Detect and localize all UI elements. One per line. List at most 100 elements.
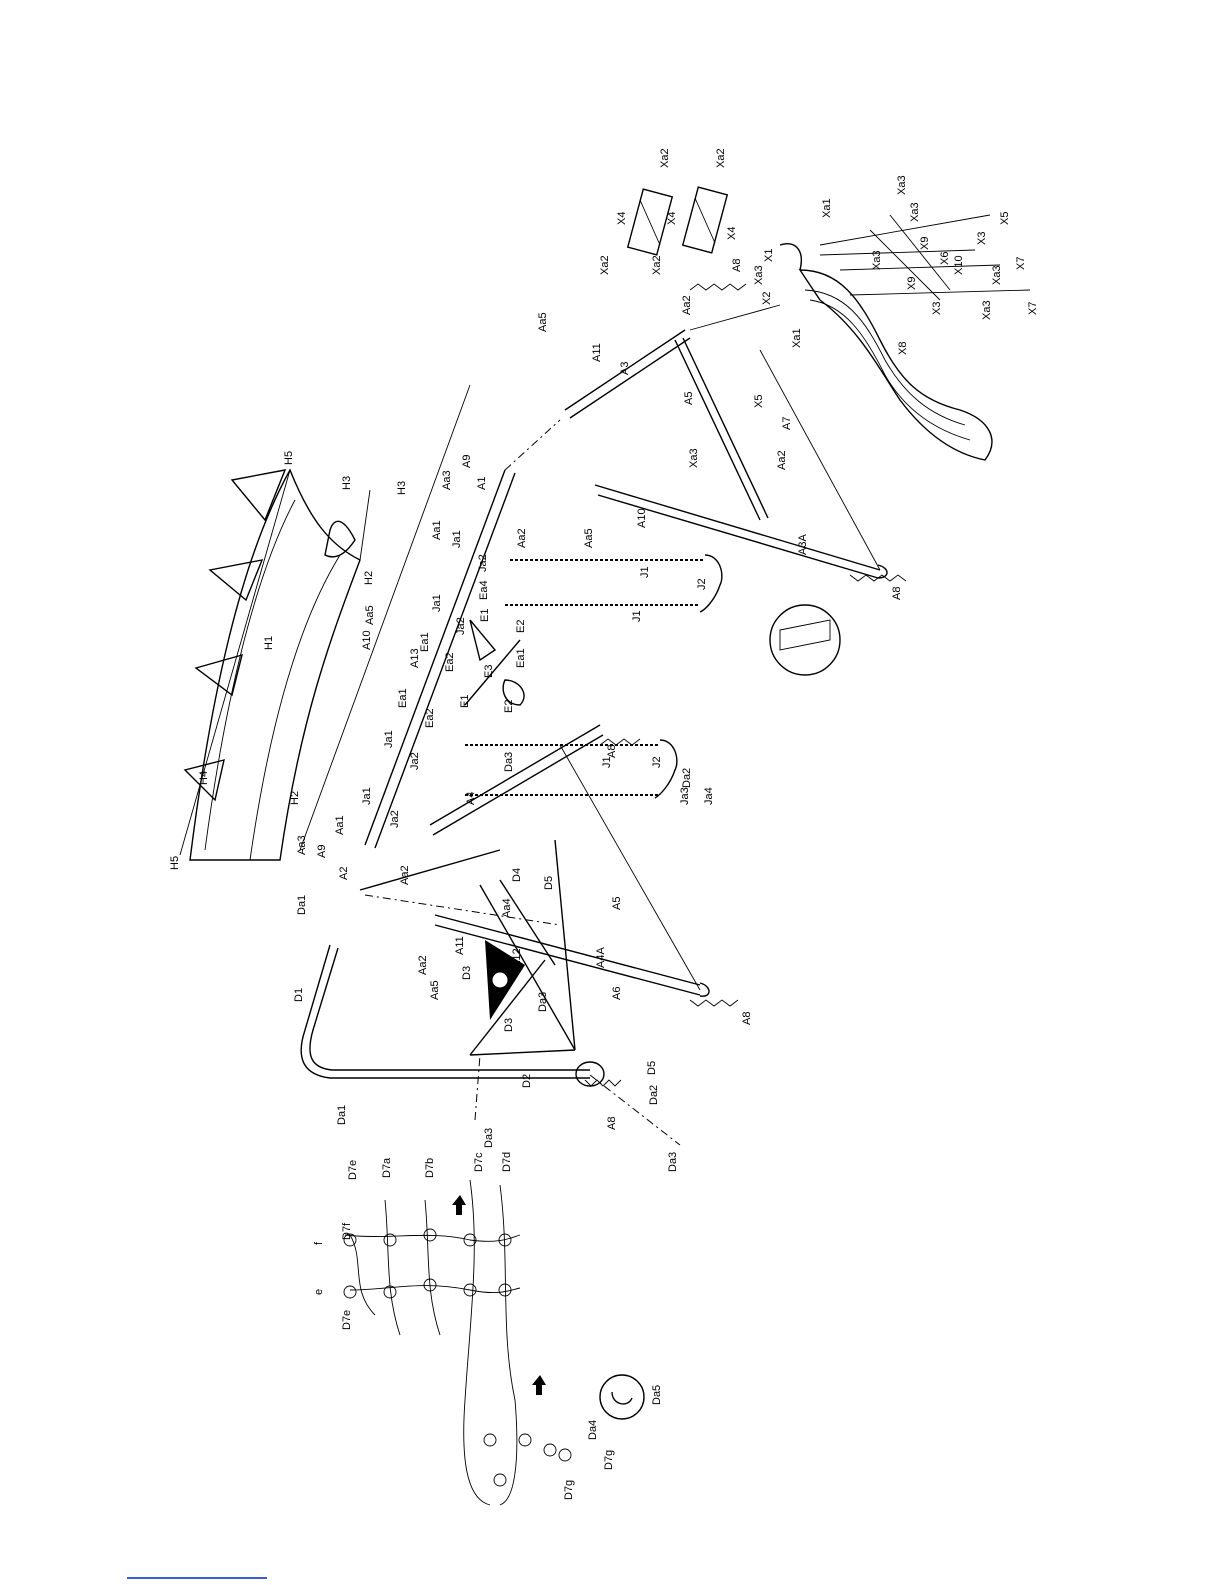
label-Ja1: Ja1 bbox=[451, 530, 463, 548]
detail-callout-circle bbox=[599, 604, 841, 1420]
slide-x8 bbox=[779, 243, 993, 461]
label-Ea1: Ea1 bbox=[397, 688, 409, 708]
label-Ea1: Ea1 bbox=[515, 648, 527, 668]
label-A11: A11 bbox=[591, 343, 603, 362]
label-Da2: Da2 bbox=[681, 768, 693, 788]
label-Ea1: Ea1 bbox=[419, 632, 431, 652]
label-D7g: D7g bbox=[563, 1480, 575, 1500]
label-Aa3: Aa3 bbox=[296, 835, 308, 855]
label-Aa4: Aa4 bbox=[501, 898, 513, 918]
label-Aa1: Aa1 bbox=[334, 815, 346, 835]
label-X4: X4 bbox=[666, 212, 678, 225]
frame-leg-a4a bbox=[434, 914, 710, 997]
label-D5: D5 bbox=[646, 1061, 658, 1075]
label-Xa2: Xa2 bbox=[651, 255, 663, 275]
label-A13: A13 bbox=[409, 648, 421, 668]
label-Da1: Da1 bbox=[336, 1105, 348, 1125]
label-Aa1: Aa1 bbox=[431, 520, 443, 540]
label-A3: A3 bbox=[619, 362, 631, 375]
label-Da4: Da4 bbox=[587, 1420, 599, 1440]
label-Xa1: Xa1 bbox=[821, 198, 833, 218]
label-X6: X6 bbox=[939, 252, 951, 265]
label-Aa5: Aa5 bbox=[537, 312, 549, 332]
label-E2: E2 bbox=[515, 620, 527, 633]
label-A7: A7 bbox=[781, 417, 793, 430]
label-X5: X5 bbox=[999, 212, 1011, 225]
slide-rails-x3-x9 bbox=[819, 214, 1031, 301]
label-H3: H3 bbox=[341, 476, 353, 490]
label-Da3: Da3 bbox=[667, 1152, 679, 1172]
frame-leg-a3 bbox=[564, 329, 691, 419]
label-A9: A9 bbox=[461, 455, 473, 468]
label-e: e bbox=[313, 1289, 325, 1295]
label-A10: A10 bbox=[361, 630, 373, 650]
label-H2: H2 bbox=[363, 571, 375, 585]
label-Aa3: Aa3 bbox=[441, 470, 453, 490]
label-Aa2: Aa2 bbox=[399, 865, 411, 885]
assembly-centerlines bbox=[364, 419, 681, 1146]
ground-anchors-a8 bbox=[584, 283, 907, 1087]
climbing-ladder-d3-d4 bbox=[469, 839, 576, 1056]
label-Da2: Da2 bbox=[648, 1085, 660, 1105]
label-Xa3: Xa3 bbox=[896, 175, 908, 195]
label-Ea2: Ea2 bbox=[424, 708, 436, 728]
label-H3: H3 bbox=[396, 481, 408, 495]
label-A8: A8 bbox=[891, 587, 903, 600]
label-Da3: Da3 bbox=[503, 752, 515, 772]
label-D7g: D7g bbox=[603, 1450, 615, 1470]
label-Xa2: Xa2 bbox=[715, 148, 727, 168]
label-Ja1: Ja1 bbox=[361, 787, 373, 805]
label-X10: X10 bbox=[953, 255, 965, 275]
label-H2: H2 bbox=[289, 791, 301, 805]
label-Aa2: Aa2 bbox=[681, 295, 693, 315]
label-J2: J2 bbox=[696, 578, 708, 590]
label-Xa2: Xa2 bbox=[599, 255, 611, 275]
label-Xa1: Xa1 bbox=[791, 328, 803, 348]
label-H5: H5 bbox=[169, 856, 181, 870]
label-A8: A8 bbox=[741, 1012, 753, 1025]
label-Xa3: Xa3 bbox=[909, 202, 921, 222]
label-A8: A8 bbox=[731, 259, 743, 272]
label-D7e: D7e bbox=[347, 1160, 359, 1180]
label-Ea4: Ea4 bbox=[478, 580, 490, 600]
label-A4A: A4A bbox=[595, 947, 607, 968]
label-Ja3: Ja3 bbox=[679, 787, 691, 805]
label-D4: D4 bbox=[511, 868, 523, 882]
label-X9: X9 bbox=[919, 237, 931, 250]
label-Aa5: Aa5 bbox=[583, 528, 595, 548]
label-Xa3: Xa3 bbox=[753, 265, 765, 285]
canopy-roof bbox=[179, 384, 471, 861]
label-D7f: D7f bbox=[341, 1222, 353, 1240]
label-Aa2: Aa2 bbox=[776, 450, 788, 470]
footer-link-underline[interactable] bbox=[127, 1577, 267, 1579]
label-Ja2: Ja2 bbox=[389, 810, 401, 828]
label-Ja1: Ja1 bbox=[383, 730, 395, 748]
label-J1: J1 bbox=[631, 610, 643, 622]
label-A12: A12 bbox=[511, 948, 523, 968]
swing-seats-j2 bbox=[654, 554, 723, 799]
label-A1: A1 bbox=[476, 477, 488, 490]
label-D3: D3 bbox=[461, 966, 473, 980]
label-X3: X3 bbox=[931, 302, 943, 315]
label-X8: X8 bbox=[897, 342, 909, 355]
label-Ja2: Ja2 bbox=[409, 752, 421, 770]
label-A8: A8 bbox=[606, 745, 618, 758]
label-X2: X2 bbox=[761, 292, 773, 305]
label-Xa3: Xa3 bbox=[981, 300, 993, 320]
label-A9: A9 bbox=[316, 845, 328, 858]
label-D1: D1 bbox=[293, 988, 305, 1002]
label-A4: A4 bbox=[465, 792, 477, 805]
part-labels: H1 H2 H2 H3 H3 H4 H5 H5 X1 X2 X3 X3 X4 X… bbox=[169, 148, 1039, 1500]
label-E1: E1 bbox=[479, 609, 491, 622]
slide-steps-x4 bbox=[626, 186, 729, 256]
label-X5: X5 bbox=[753, 395, 765, 408]
label-A8: A8 bbox=[606, 1117, 618, 1130]
label-D7a: D7a bbox=[381, 1157, 393, 1178]
label-X7: X7 bbox=[1027, 302, 1039, 315]
label-E1: E1 bbox=[459, 695, 471, 708]
label-Ea2: Ea2 bbox=[444, 652, 456, 672]
label-J1: J1 bbox=[601, 756, 613, 768]
label-X9: X9 bbox=[906, 277, 918, 290]
label-Ja2: Ja2 bbox=[477, 554, 489, 572]
arrow-icon bbox=[452, 1195, 546, 1395]
